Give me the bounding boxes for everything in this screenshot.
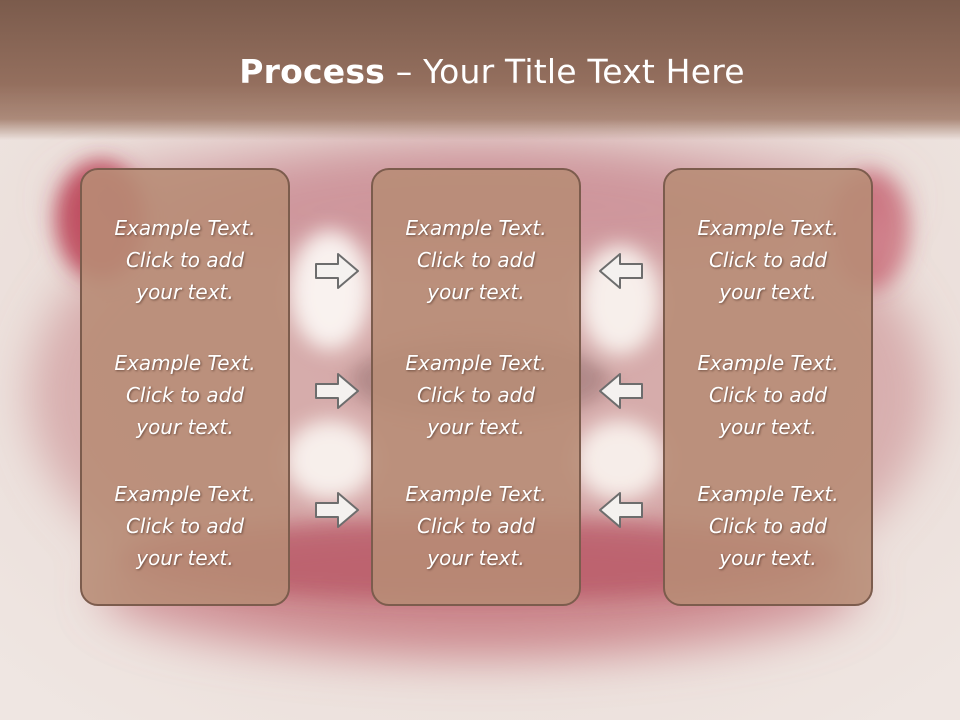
title-band — [0, 0, 960, 140]
panel-middle[interactable]: Example Text. Click to add your text. Ex… — [371, 168, 581, 606]
text-block[interactable]: Example Text. Click to add your text. — [665, 347, 871, 443]
slide-title[interactable]: Process – Your Title Text Here — [0, 52, 960, 91]
left-arrow-icon — [599, 253, 643, 289]
text-line: your text. — [719, 415, 817, 439]
text-line: Click to add — [125, 383, 245, 407]
text-line: Example Text. — [405, 216, 547, 240]
right-arrow-icon — [315, 492, 359, 528]
text-line: your text. — [427, 415, 525, 439]
text-line: Example Text. — [114, 216, 256, 240]
text-line: Example Text. — [405, 351, 547, 375]
text-line: your text. — [719, 280, 817, 304]
text-line: Click to add — [708, 514, 828, 538]
text-line: Example Text. — [697, 216, 839, 240]
text-line: your text. — [136, 280, 234, 304]
text-line: Example Text. — [697, 351, 839, 375]
text-line: your text. — [427, 280, 525, 304]
text-line: your text. — [136, 415, 234, 439]
text-line: Click to add — [125, 248, 245, 272]
text-line: Click to add — [708, 248, 828, 272]
text-line: Click to add — [416, 514, 536, 538]
text-block[interactable]: Example Text. Click to add your text. — [82, 212, 288, 308]
panel-right[interactable]: Example Text. Click to add your text. Ex… — [663, 168, 873, 606]
text-line: Example Text. — [114, 351, 256, 375]
title-rest: – Your Title Text Here — [385, 52, 745, 91]
text-line: Click to add — [416, 383, 536, 407]
text-block[interactable]: Example Text. Click to add your text. — [373, 212, 579, 308]
text-block[interactable]: Example Text. Click to add your text. — [665, 478, 871, 574]
left-arrow-icon — [599, 373, 643, 409]
text-line: your text. — [427, 546, 525, 570]
panel-left[interactable]: Example Text. Click to add your text. Ex… — [80, 168, 290, 606]
text-line: Click to add — [125, 514, 245, 538]
text-line: Example Text. — [697, 482, 839, 506]
title-bold: Process — [239, 52, 386, 91]
text-block[interactable]: Example Text. Click to add your text. — [82, 478, 288, 574]
text-block[interactable]: Example Text. Click to add your text. — [82, 347, 288, 443]
text-block[interactable]: Example Text. Click to add your text. — [373, 347, 579, 443]
right-arrow-icon — [315, 373, 359, 409]
right-arrow-icon — [315, 253, 359, 289]
text-line: Click to add — [708, 383, 828, 407]
text-block[interactable]: Example Text. Click to add your text. — [373, 478, 579, 574]
text-line: Example Text. — [405, 482, 547, 506]
text-line: your text. — [719, 546, 817, 570]
text-line: your text. — [136, 546, 234, 570]
text-line: Example Text. — [114, 482, 256, 506]
text-block[interactable]: Example Text. Click to add your text. — [665, 212, 871, 308]
left-arrow-icon — [599, 492, 643, 528]
text-line: Click to add — [416, 248, 536, 272]
